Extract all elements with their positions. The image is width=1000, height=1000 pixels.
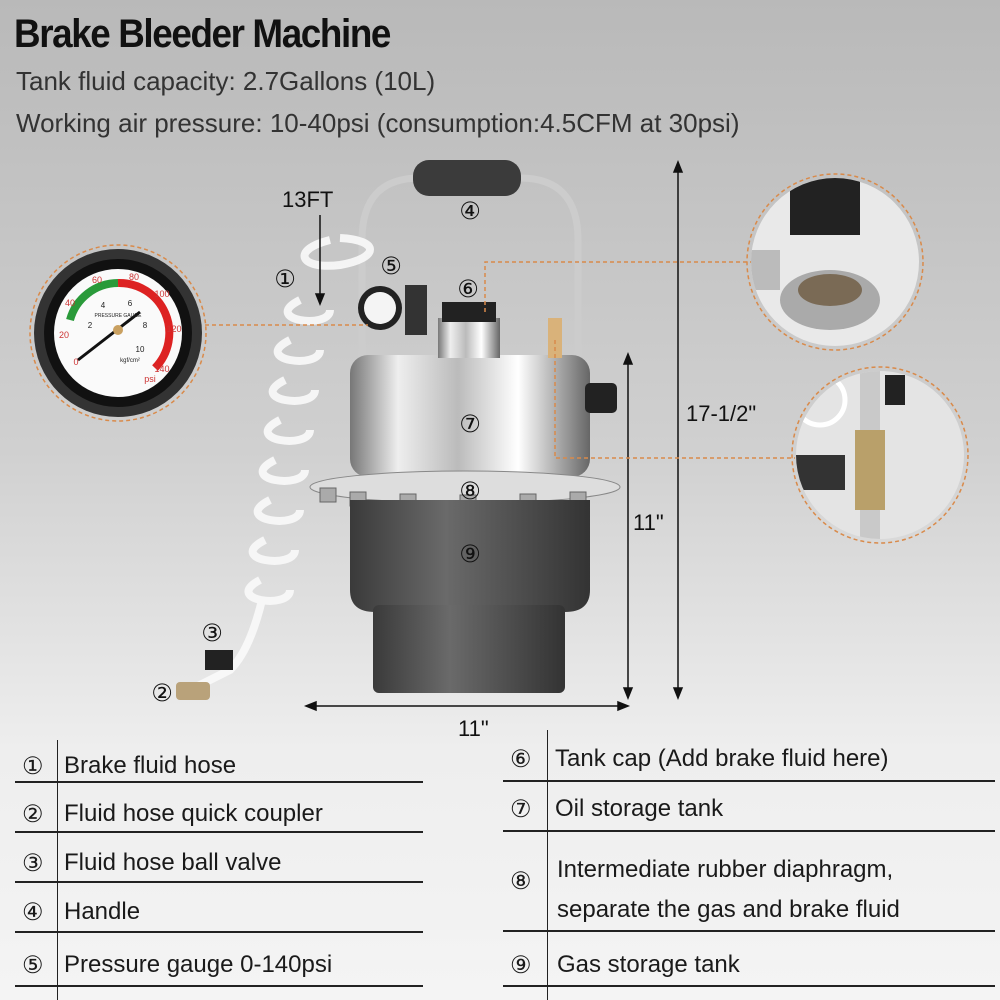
gauge-kg-unit: kgf/cm² (120, 358, 140, 364)
part-num: ④ (22, 899, 44, 926)
tank-height-label: 11" (633, 510, 664, 535)
tank-cap-closeup (751, 178, 919, 346)
gauge-tick: 120 (166, 324, 181, 334)
pressure-gauge-closeup: 0 20 40 60 80 100 120 140 psi 2 4 6 8 10… (34, 249, 202, 417)
callout-5: ⑤ (380, 252, 402, 280)
callout-8: ⑧ (459, 477, 481, 505)
part-label: Gas storage tank (557, 951, 740, 978)
part-num: ② (22, 801, 44, 828)
callout-7: ⑦ (459, 410, 481, 438)
part-label-line2: separate the gas and brake fluid (557, 896, 900, 923)
part-label: Pressure gauge 0-140psi (64, 951, 333, 978)
gauge-tick: 40 (65, 298, 75, 308)
part-num: ⑧ (510, 868, 532, 895)
part-label: Fluid hose quick coupler (64, 800, 323, 827)
brake-fluid-hose (188, 234, 374, 694)
gauge-label: PRESSURE GAUGE (95, 313, 143, 319)
handle-grip (413, 160, 521, 196)
callout-2: ② (151, 679, 173, 707)
part-num: ⑤ (22, 952, 44, 979)
part-label: Handle (64, 898, 141, 925)
callout-6: ⑥ (457, 275, 479, 303)
gauge-tick: 20 (59, 330, 69, 340)
gauge-tick: 60 (92, 275, 102, 285)
page-title: Brake Bleeder Machine (14, 12, 391, 56)
gauge-tick: 100 (154, 289, 169, 299)
gauge-tick: 80 (129, 272, 139, 282)
hose-length-label: 13FT (282, 187, 333, 212)
part-num: ⑦ (510, 796, 532, 823)
gauge-kg-tick: 8 (143, 321, 148, 330)
spec-pressure: Working air pressure: 10-40psi (consumpt… (16, 108, 740, 138)
ball-valve (205, 650, 233, 670)
part-num: ① (22, 753, 44, 780)
part-num: ③ (22, 850, 44, 877)
callout-4: ④ (459, 197, 481, 225)
gauge-kg-tick: 6 (128, 299, 133, 308)
coupler-closeup (796, 371, 964, 539)
part-label: Fluid hose ball valve (64, 849, 282, 876)
total-height-label: 17-1/2" (686, 401, 756, 426)
part-label: Oil storage tank (555, 795, 724, 822)
part-label: Brake fluid hose (64, 752, 237, 779)
gas-storage-tank (350, 500, 590, 612)
gauge-tick: 140 (154, 364, 169, 374)
gauge-tick: 0 (73, 357, 78, 367)
part-label: Intermediate rubber diaphragm, (557, 856, 894, 883)
quick-coupler (176, 682, 210, 700)
spec-capacity: Tank fluid capacity: 2.7Gallons (10L) (16, 66, 436, 96)
callout-9: ⑨ (459, 540, 481, 568)
gauge-kg-tick: 4 (101, 301, 106, 310)
part-num: ⑥ (510, 746, 532, 773)
part-label: Tank cap (Add brake fluid here) (555, 745, 889, 772)
gauge-unit: psi (144, 374, 156, 384)
width-label: 11" (458, 716, 489, 741)
part-num: ⑨ (510, 952, 532, 979)
gauge-kg-tick: 10 (136, 345, 145, 354)
callout-3: ③ (201, 619, 223, 647)
oil-storage-tank (350, 355, 590, 477)
gauge-kg-tick: 2 (88, 321, 93, 330)
callout-1: ① (274, 265, 296, 293)
